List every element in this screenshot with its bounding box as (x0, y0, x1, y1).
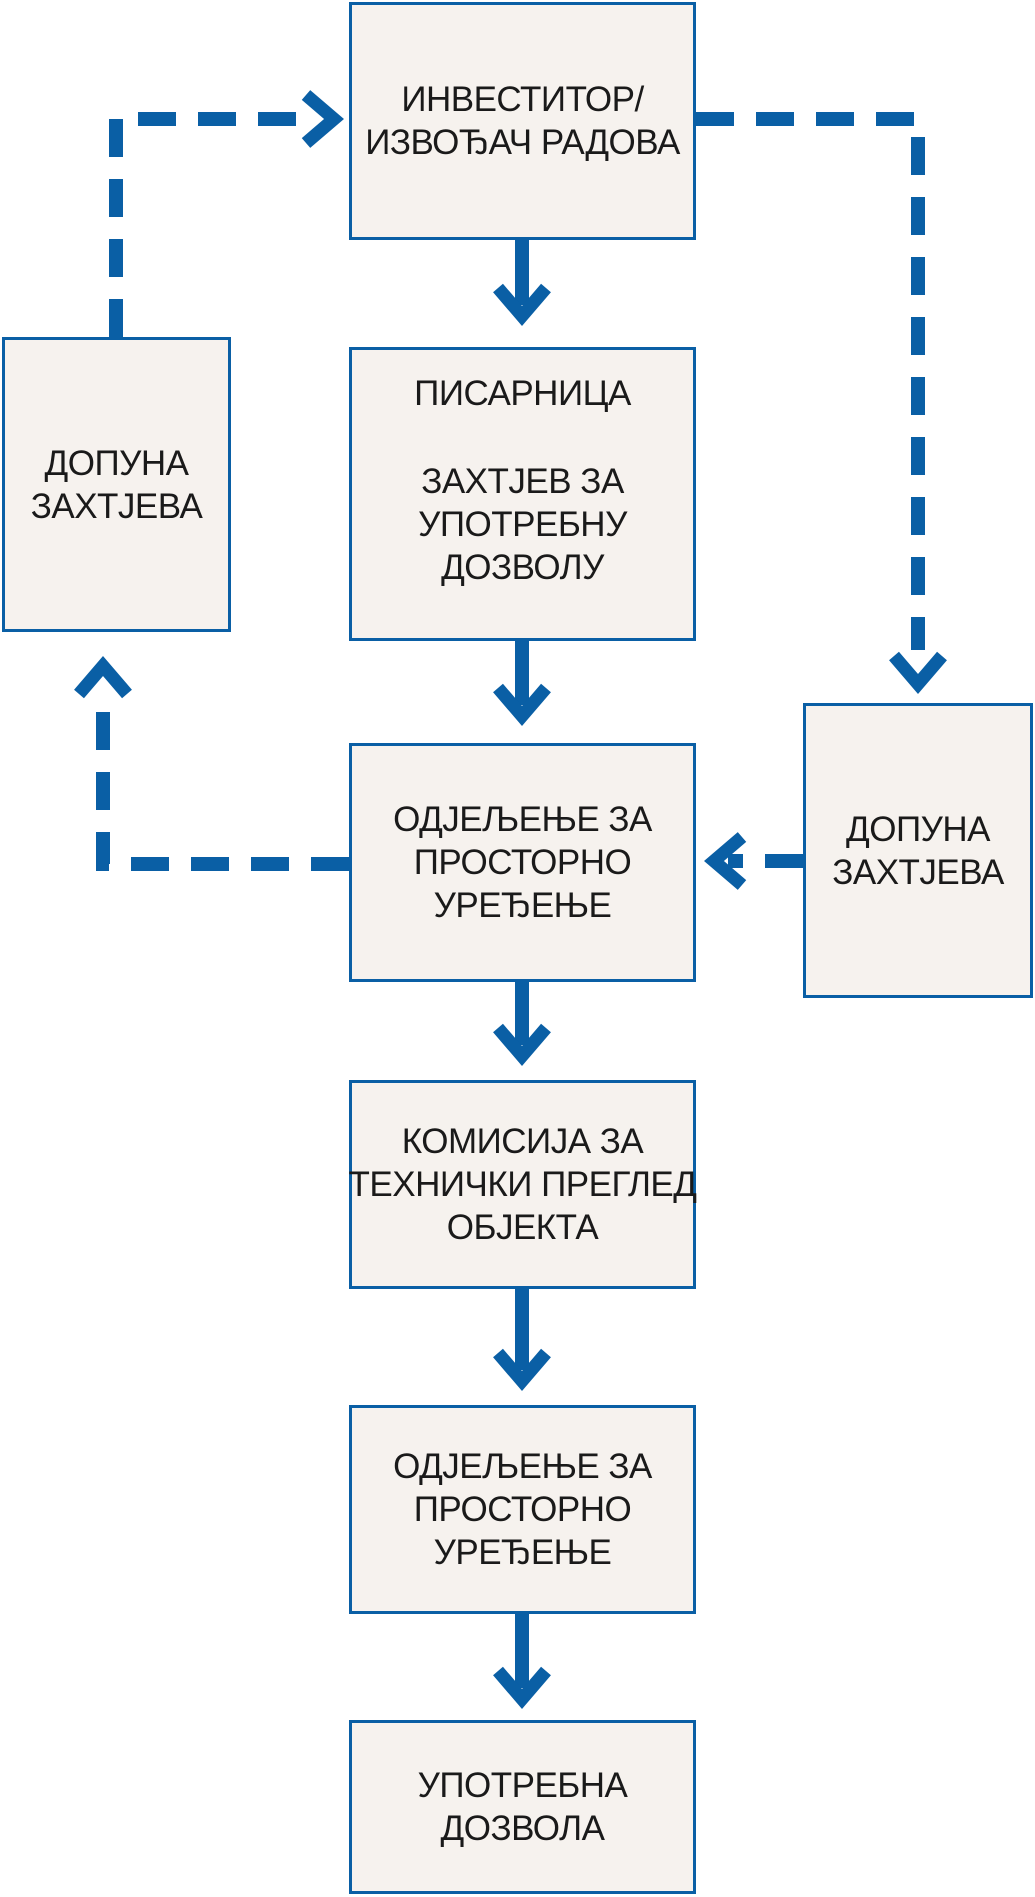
node-odjeljenje-1-line-1: ОДЈЕЉЕЊЕ ЗА (393, 800, 652, 839)
node-odjeljenje-2: ОДЈЕЉЕЊЕ ЗА ПРОСТОРНО УРЕЂЕЊЕ (349, 1405, 696, 1614)
node-upotrebna-line-2: ДОЗВОЛА (440, 1809, 605, 1848)
arrowhead-dopuna-left-up (74, 656, 132, 699)
node-odjeljenje-2-line-1: ОДЈЕЉЕЊЕ ЗА (393, 1447, 652, 1486)
node-dopuna-left: ДОПУНА ЗАХТЈЕВА (2, 337, 231, 632)
node-komisija-line-1: КОМИСИЈА ЗА (401, 1122, 644, 1161)
node-upotrebna-line-1: УПОТРЕБНА (417, 1766, 628, 1805)
node-odjeljenje-1-line-3: УРЕЂЕЊЕ (433, 886, 612, 925)
node-pisarnica-line-2: УПОТРЕБНУ (418, 505, 627, 544)
arrowhead-investitor-in (301, 90, 344, 148)
arrowhead-5 (493, 1666, 551, 1709)
node-odjeljenje-1-line-2: ПРОСТОРНО (413, 843, 632, 882)
node-dopuna-left-line-2: ЗАХТЈЕВА (30, 486, 203, 526)
node-dopuna-right: ДОПУНА ЗАХТЈЕВА (803, 703, 1033, 998)
node-dopuna-left-line-1: ДОПУНА (44, 443, 189, 483)
arrowhead-4 (493, 1348, 551, 1391)
node-pisarnica: ПИСАРНИЦА ЗАХТЈЕВ ЗА УПОТРЕБНУ ДОЗВОЛУ (349, 347, 696, 641)
node-odjeljenje-2-line-3: УРЕЂЕЊЕ (433, 1533, 612, 1572)
dashed-odjeljenje-to-dopuna-left (96, 700, 349, 871)
node-pisarnica-line-3: ДОЗВОЛУ (441, 548, 604, 587)
arrowhead-3 (493, 1023, 551, 1066)
node-investitor: ИНВЕСТИТОР/ ИЗВОЂАЧ РАДОВА (349, 2, 696, 240)
node-dopuna-right-line-2: ЗАХТЈЕВА (832, 852, 1004, 892)
dashed-dopuna-left-to-investitor (109, 112, 318, 337)
node-komisija: КОМИСИЈА ЗА ТЕХНИЧКИ ПРЕГЛЕД ОБЈЕКТА (348, 1080, 697, 1289)
arrowhead-dopuna-right-down (889, 651, 947, 694)
node-upotrebna-dozvola: УПОТРЕБНА ДОЗВОЛА (349, 1720, 696, 1894)
arrowhead-2 (493, 683, 551, 726)
node-investitor-line-2: ИЗВОЂАЧ РАДОВА (365, 123, 680, 162)
node-odjeljenje-2-line-2: ПРОСТОРНО (413, 1490, 632, 1529)
dashed-investitor-to-dopuna-right (696, 112, 925, 650)
node-dopuna-right-line-1: ДОПУНА (846, 809, 990, 849)
node-pisarnica-line-1: ЗАХТЈЕВ ЗА (421, 462, 624, 501)
node-odjeljenje-1: ОДЈЕЉЕЊЕ ЗА ПРОСТОРНО УРЕЂЕЊЕ (349, 743, 696, 982)
arrowhead-1 (493, 283, 551, 326)
node-pisarnica-title: ПИСАРНИЦА (414, 374, 631, 413)
arrowhead-odjeljenje-in (704, 832, 747, 890)
node-komisija-line-3: ОБЈЕКТА (446, 1208, 599, 1247)
node-investitor-line-1: ИНВЕСТИТОР/ (401, 80, 644, 119)
node-komisija-line-2: ТЕХНИЧКИ ПРЕГЛЕД (348, 1165, 697, 1204)
